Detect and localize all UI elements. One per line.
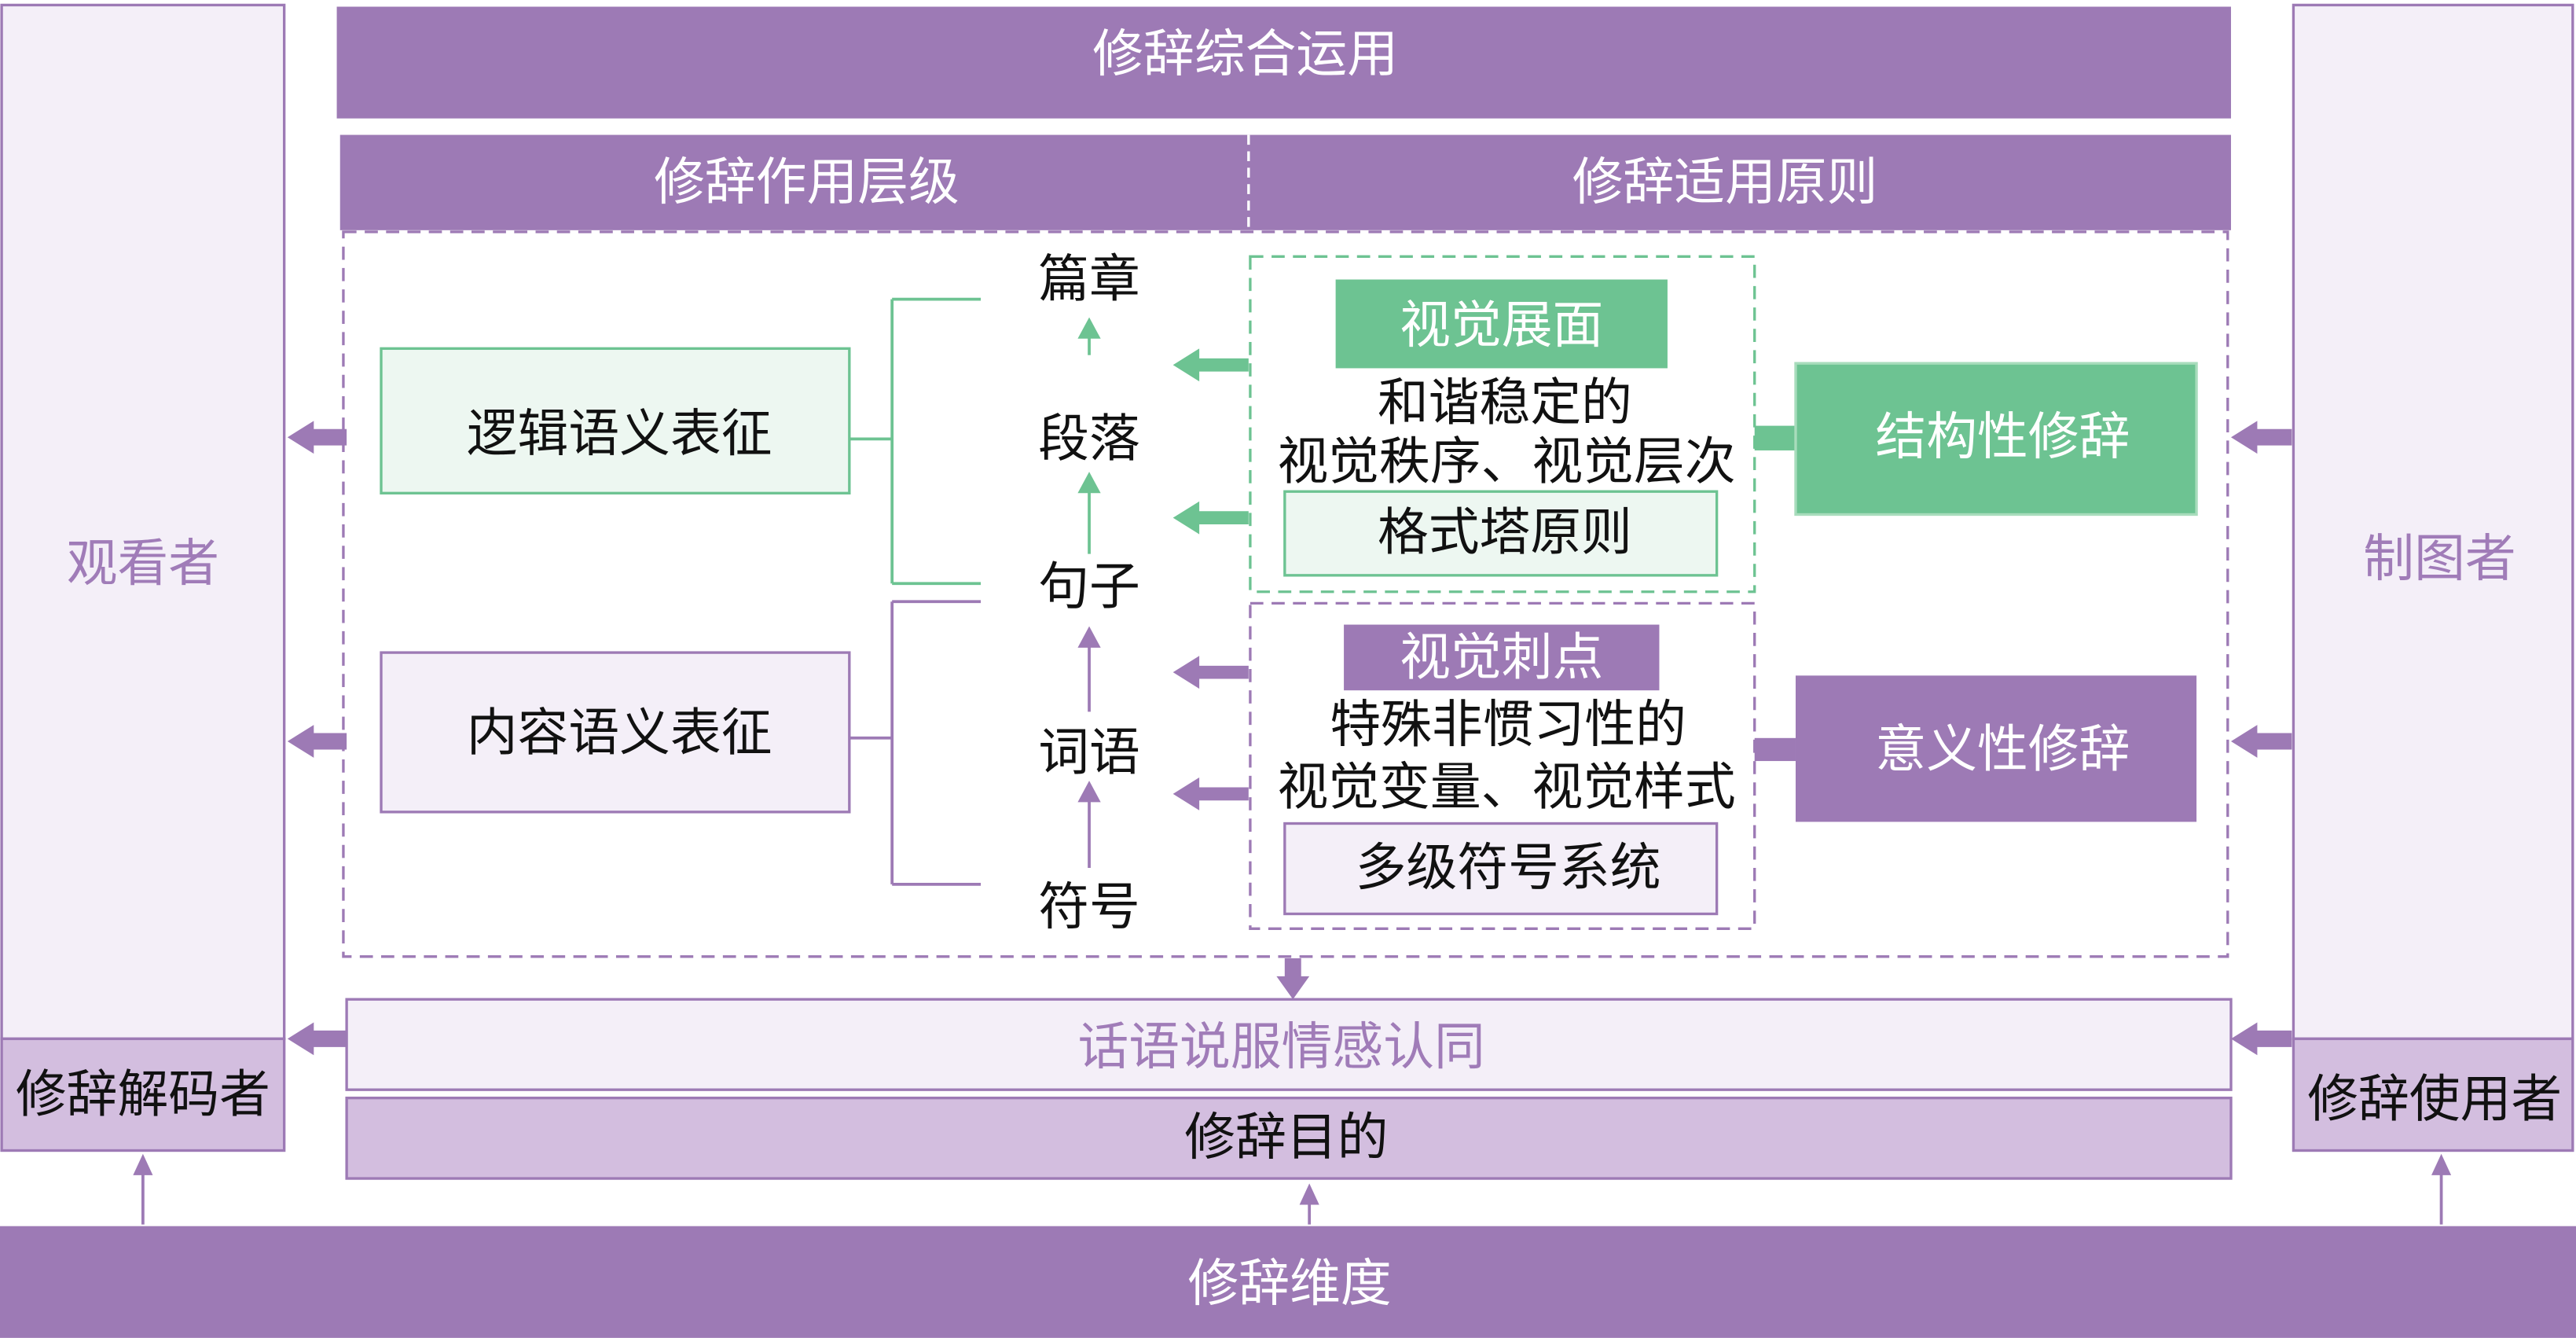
viewer-column: 观看者 修辞解码者 bbox=[0, 3, 286, 1152]
meaning-title-box bbox=[1344, 624, 1660, 691]
level-sentence: 句子 bbox=[1038, 557, 1140, 616]
up-arrow-paragraph-to-discourse bbox=[1077, 317, 1101, 355]
viewer-role-label: 修辞解码者 bbox=[16, 1065, 270, 1124]
top-banner-box bbox=[336, 6, 2231, 119]
meaning-principle-box bbox=[1283, 822, 1719, 916]
structural-title: 视觉展面 bbox=[1400, 296, 1603, 355]
viewer-role-box bbox=[0, 1037, 286, 1152]
persuasion-box bbox=[345, 998, 2233, 1091]
arrow-from-maker-3 bbox=[2230, 1022, 2292, 1056]
top-banner: 修辞综合运用 bbox=[336, 6, 2231, 119]
logic-semantic-label: 逻辑语义表征 bbox=[467, 405, 772, 464]
meaning-desc-line2: 视觉变量、视觉样式 bbox=[1277, 758, 1735, 817]
purpose-bar: 修辞目的 bbox=[345, 1096, 2233, 1180]
level-paragraph: 段落 bbox=[1038, 410, 1140, 469]
structural-desc-line1: 和谐稳定的 bbox=[1378, 373, 1632, 432]
purpose-label: 修辞目的 bbox=[1184, 1108, 1388, 1167]
up-arrow-to-maker-role bbox=[2431, 1153, 2452, 1225]
up-arrow-sentence-to-paragraph bbox=[1077, 472, 1101, 554]
up-arrow-to-purpose bbox=[1299, 1183, 1319, 1225]
purpose-box bbox=[345, 1096, 2233, 1180]
arrow-left-green-1 bbox=[1172, 348, 1249, 382]
main-dashed-frame bbox=[342, 230, 2229, 958]
structural-connector bbox=[1754, 425, 1796, 450]
bottom-banner: 修辞维度 bbox=[0, 1226, 2576, 1338]
meaning-rhetoric: 意义性修辞 bbox=[1795, 675, 2197, 822]
header-right-label: 修辞适用原则 bbox=[1572, 153, 1878, 212]
content-semantic: 内容语义表征 bbox=[380, 651, 851, 814]
meaning-rhetoric-box bbox=[1795, 675, 2197, 822]
maker-box bbox=[2292, 3, 2574, 1041]
viewer-box bbox=[0, 3, 286, 1041]
structural-title-box bbox=[1335, 279, 1668, 369]
structural-group: 视觉展面 和谐稳定的 视觉秩序、视觉层次 格式塔原则 bbox=[1249, 255, 1756, 594]
maker-role-box bbox=[2292, 1037, 2574, 1152]
content-semantic-box bbox=[380, 651, 851, 814]
up-arrow-word-to-sentence bbox=[1077, 626, 1101, 712]
logic-semantic: 逻辑语义表征 bbox=[380, 347, 851, 494]
structural-rhetoric: 结构性修辞 bbox=[1794, 362, 2198, 516]
up-arrow-to-viewer-role bbox=[133, 1153, 153, 1225]
level-discourse: 篇章 bbox=[1038, 250, 1140, 309]
meaning-rhetoric-label: 意义性修辞 bbox=[1875, 720, 2130, 779]
arrow-to-viewer-2 bbox=[287, 725, 347, 758]
arrow-from-maker-1 bbox=[2230, 421, 2292, 454]
arrow-left-green-2 bbox=[1172, 501, 1249, 535]
maker-column: 制图者 修辞使用者 bbox=[2292, 3, 2574, 1152]
purple-bracket bbox=[849, 600, 982, 886]
up-arrow-symbol-to-word bbox=[1077, 781, 1101, 868]
structural-principle-box bbox=[1283, 490, 1719, 577]
bottom-banner-box bbox=[0, 1226, 2576, 1338]
header-row: 修辞作用层级 修辞适用原则 bbox=[339, 134, 2231, 230]
structural-rhetoric-label: 结构性修辞 bbox=[1875, 408, 2130, 467]
header-row-box bbox=[339, 134, 2231, 230]
structural-dashed-frame bbox=[1249, 255, 1756, 594]
meaning-desc-line1: 特殊非惯习性的 bbox=[1330, 696, 1686, 755]
arrow-from-maker-2 bbox=[2230, 725, 2292, 758]
logic-semantic-box bbox=[380, 347, 851, 494]
structural-rhetoric-box bbox=[1794, 362, 2198, 516]
arrow-to-viewer-3 bbox=[287, 1022, 347, 1056]
content-semantic-label: 内容语义表征 bbox=[467, 704, 772, 763]
arrow-left-purple-2 bbox=[1172, 777, 1249, 811]
persuasion-bar: 话语说服情感认同 bbox=[345, 998, 2233, 1091]
persuasion-label: 话语说服情感认同 bbox=[1077, 1017, 1484, 1076]
level-word: 词语 bbox=[1038, 723, 1140, 782]
green-bracket bbox=[849, 297, 982, 586]
meaning-connector bbox=[1754, 737, 1796, 762]
top-banner-label: 修辞综合运用 bbox=[1092, 25, 1398, 84]
meaning-dashed-frame bbox=[1249, 601, 1756, 930]
structural-desc-line2: 视觉秩序、视觉层次 bbox=[1277, 432, 1735, 491]
bottom-banner-label: 修辞维度 bbox=[1187, 1254, 1391, 1313]
arrow-left-purple-1 bbox=[1172, 656, 1249, 689]
level-symbol: 符号 bbox=[1038, 878, 1140, 937]
maker-role-label: 修辞使用者 bbox=[2307, 1070, 2562, 1129]
meaning-principle: 多级符号系统 bbox=[1356, 838, 1661, 897]
arrow-to-viewer-1 bbox=[287, 421, 347, 454]
header-left-label: 修辞作用层级 bbox=[654, 153, 960, 212]
meaning-title: 视觉刺点 bbox=[1400, 628, 1603, 687]
viewer-label: 观看者 bbox=[67, 535, 219, 594]
meaning-group: 视觉刺点 特殊非惯习性的 视觉变量、视觉样式 多级符号系统 bbox=[1249, 601, 1756, 930]
level-column: 篇章 段落 句子 词语 符号 bbox=[1038, 250, 1140, 937]
arrow-down-to-persuasion bbox=[1276, 958, 1310, 1000]
maker-label: 制图者 bbox=[2363, 529, 2515, 588]
structural-principle: 格式塔原则 bbox=[1378, 503, 1632, 562]
